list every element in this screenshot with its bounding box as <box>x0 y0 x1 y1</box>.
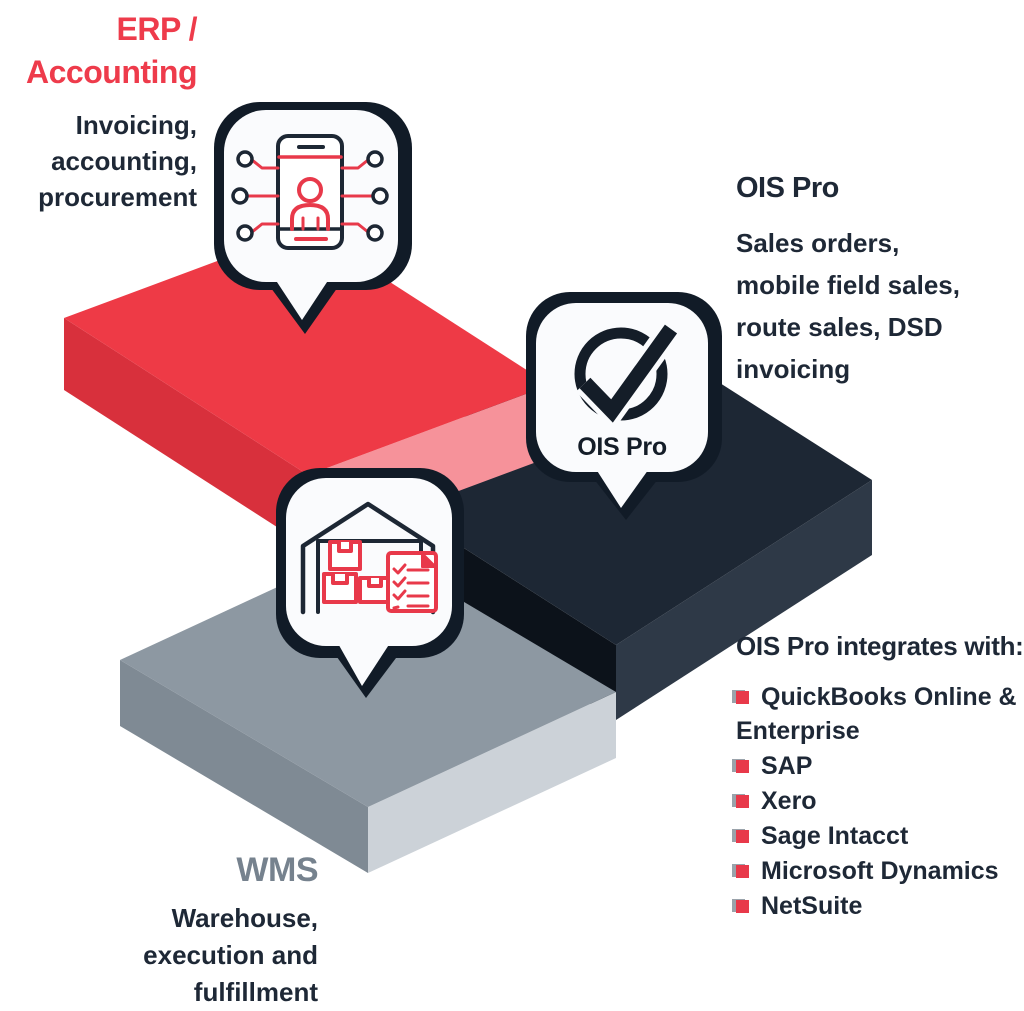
ois-description-line: route sales, DSD <box>736 312 943 342</box>
ois-pro-check-icon <box>574 321 682 431</box>
integrations-list: QuickBooks Online & Enterprise SAP Xero … <box>736 680 1024 923</box>
erp-title-line2: Accounting <box>26 54 197 90</box>
warehouse-icon <box>300 501 438 615</box>
ois-bubble-label: OIS Pro <box>577 433 667 461</box>
wms-description-line: Warehouse, <box>171 903 318 933</box>
warehouse-bubble-tail <box>336 640 392 686</box>
ois-pro-block: OIS Pro Sales orders, mobile field sales… <box>736 170 1018 390</box>
wms-block: WMS Warehouse, execution and fulfillment <box>0 850 318 1011</box>
red-square-bullet <box>736 900 749 913</box>
phone-bubble <box>214 102 412 334</box>
ois-pro-title: OIS Pro <box>736 172 839 204</box>
integration-label: Sage Intacct <box>761 822 909 850</box>
warehouse-bubble <box>276 468 464 698</box>
integration-label: QuickBooks Online & Enterprise <box>736 683 1017 745</box>
ois-bubble-tail <box>594 466 651 508</box>
red-square-bullet <box>736 830 749 843</box>
ois-description-line: mobile field sales, <box>736 270 960 300</box>
gray-platform-right-face <box>368 692 616 873</box>
red-square-bullet <box>736 760 749 773</box>
integration-item: Xero <box>736 784 1024 818</box>
wms-description: Warehouse, execution and fulfillment <box>0 900 318 1011</box>
erp-description-line: procurement <box>38 182 197 212</box>
gray-platform-left-face <box>120 660 368 873</box>
mobile-sales-phone-icon <box>231 134 389 250</box>
red-square-bullet <box>736 691 749 704</box>
integration-item: QuickBooks Online & Enterprise <box>736 680 1024 748</box>
integration-label: SAP <box>761 752 813 780</box>
red-platform-left-face <box>64 318 308 547</box>
red-square-bullet <box>736 795 749 808</box>
wms-description-line: execution and <box>143 940 318 970</box>
ois-description-line: Sales orders, <box>736 228 900 258</box>
integration-item: Microsoft Dynamics <box>736 854 1024 888</box>
ois-description-line: invoicing <box>736 354 851 384</box>
integration-item: NetSuite <box>736 889 1024 923</box>
wms-description-line: fulfillment <box>193 977 318 1007</box>
integration-item: Sage Intacct <box>736 819 1024 853</box>
integration-label: Xero <box>761 787 817 815</box>
erp-accounting-block: ERP / Accounting Invoicing, accounting, … <box>0 8 197 215</box>
erp-title: ERP / Accounting <box>0 8 197 94</box>
phone-bubble-tail <box>273 276 331 320</box>
erp-description-line: Invoicing, <box>75 110 197 140</box>
wms-title: WMS <box>236 851 318 889</box>
ois-pro-description: Sales orders, mobile field sales, route … <box>736 222 1018 390</box>
erp-title-line1: ERP / <box>116 11 198 47</box>
ois-bubble <box>526 292 722 520</box>
red-square-bullet <box>736 865 749 878</box>
integration-label: Microsoft Dynamics <box>761 857 999 885</box>
erp-description-line: accounting, <box>51 146 197 176</box>
integrations-title: OIS Pro integrates with: <box>736 631 1024 661</box>
navy-platform-right-face <box>616 480 872 720</box>
integrations-block: OIS Pro integrates with: QuickBooks Onli… <box>736 630 1024 924</box>
red-platform-top-face <box>64 228 550 475</box>
erp-description: Invoicing, accounting, procurement <box>0 107 197 215</box>
integration-item: SAP <box>736 749 1024 783</box>
integration-label: NetSuite <box>761 892 863 920</box>
